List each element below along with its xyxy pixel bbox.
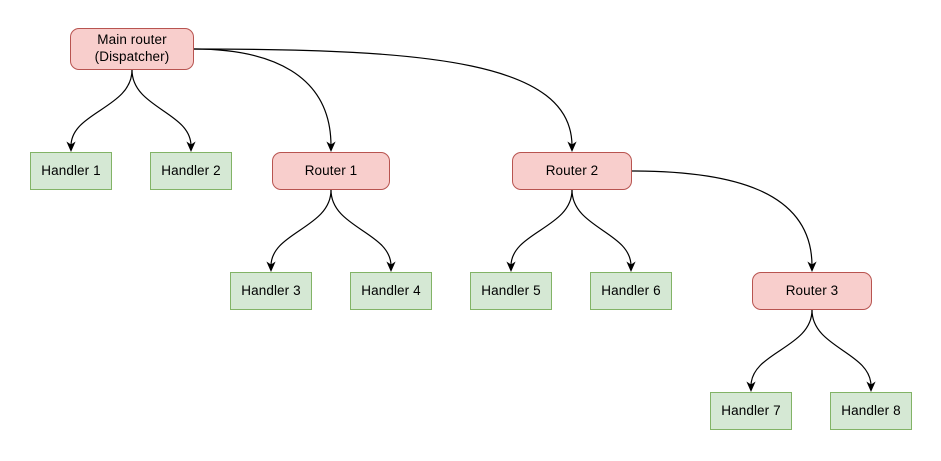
edge-router-2-to-handler-5 [510,189,573,267]
edge-main-to-handler-1-arrowhead [66,141,76,152]
edge-main-to-handler-2 [131,69,192,147]
edge-main-to-handler-1 [70,69,133,147]
edge-router-3-to-handler-8-arrowhead [866,381,876,392]
edge-group [70,48,872,387]
node-router-2[interactable]: Router 2 [512,152,632,190]
node-main-router[interactable]: Main router (Dispatcher) [70,28,194,70]
node-handler-1[interactable]: Handler 1 [30,152,112,190]
edge-main-to-router-2-arrowhead [567,141,577,152]
node-handler-7[interactable]: Handler 7 [710,392,792,430]
edge-router-1-to-handler-4 [330,189,392,267]
node-label-handler-7: Handler 7 [721,402,781,418]
node-label-router-3: Router 3 [785,282,839,298]
node-handler-6[interactable]: Handler 6 [590,272,672,310]
edge-router-3-to-handler-7-arrowhead [746,381,756,392]
node-handler-4[interactable]: Handler 4 [350,272,432,310]
edge-router-3-to-handler-7 [750,309,813,387]
edge-router-2-to-handler-5-arrowhead [506,261,516,272]
node-handler-2[interactable]: Handler 2 [150,152,232,190]
node-router-1[interactable]: Router 1 [272,152,390,190]
node-label-handler-5: Handler 5 [481,282,541,298]
node-label-handler-8: Handler 8 [841,402,901,418]
node-label-handler-3: Handler 3 [241,282,301,298]
edge-main-to-router-2 [193,48,573,147]
edge-main-to-router-1-arrowhead [326,141,336,152]
node-label-router-1: Router 1 [304,162,358,178]
edge-router-1-to-handler-4-arrowhead [386,261,396,272]
edge-router-1-to-handler-3 [270,189,332,267]
node-router-3[interactable]: Router 3 [752,272,872,310]
edge-main-to-handler-2-arrowhead [186,141,196,152]
node-label-handler-4: Handler 4 [361,282,421,298]
edge-router-2-to-handler-6 [571,189,632,267]
edge-router-1-to-handler-3-arrowhead [266,261,276,272]
node-label-handler-2: Handler 2 [161,162,221,178]
node-label-router-2: Router 2 [545,162,599,178]
node-handler-3[interactable]: Handler 3 [230,272,312,310]
edge-main-to-router-1 [193,48,332,147]
node-label-main-router: Main router (Dispatcher) [94,32,170,64]
edge-router-2-to-router-3 [631,170,813,267]
edge-router-2-to-router-3-arrowhead [807,261,817,272]
node-label-handler-6: Handler 6 [601,282,661,298]
edge-router-3-to-handler-8 [811,309,872,387]
node-label-handler-1: Handler 1 [41,162,101,178]
edge-router-2-to-handler-6-arrowhead [626,261,636,272]
node-handler-5[interactable]: Handler 5 [470,272,552,310]
node-handler-8[interactable]: Handler 8 [830,392,912,430]
